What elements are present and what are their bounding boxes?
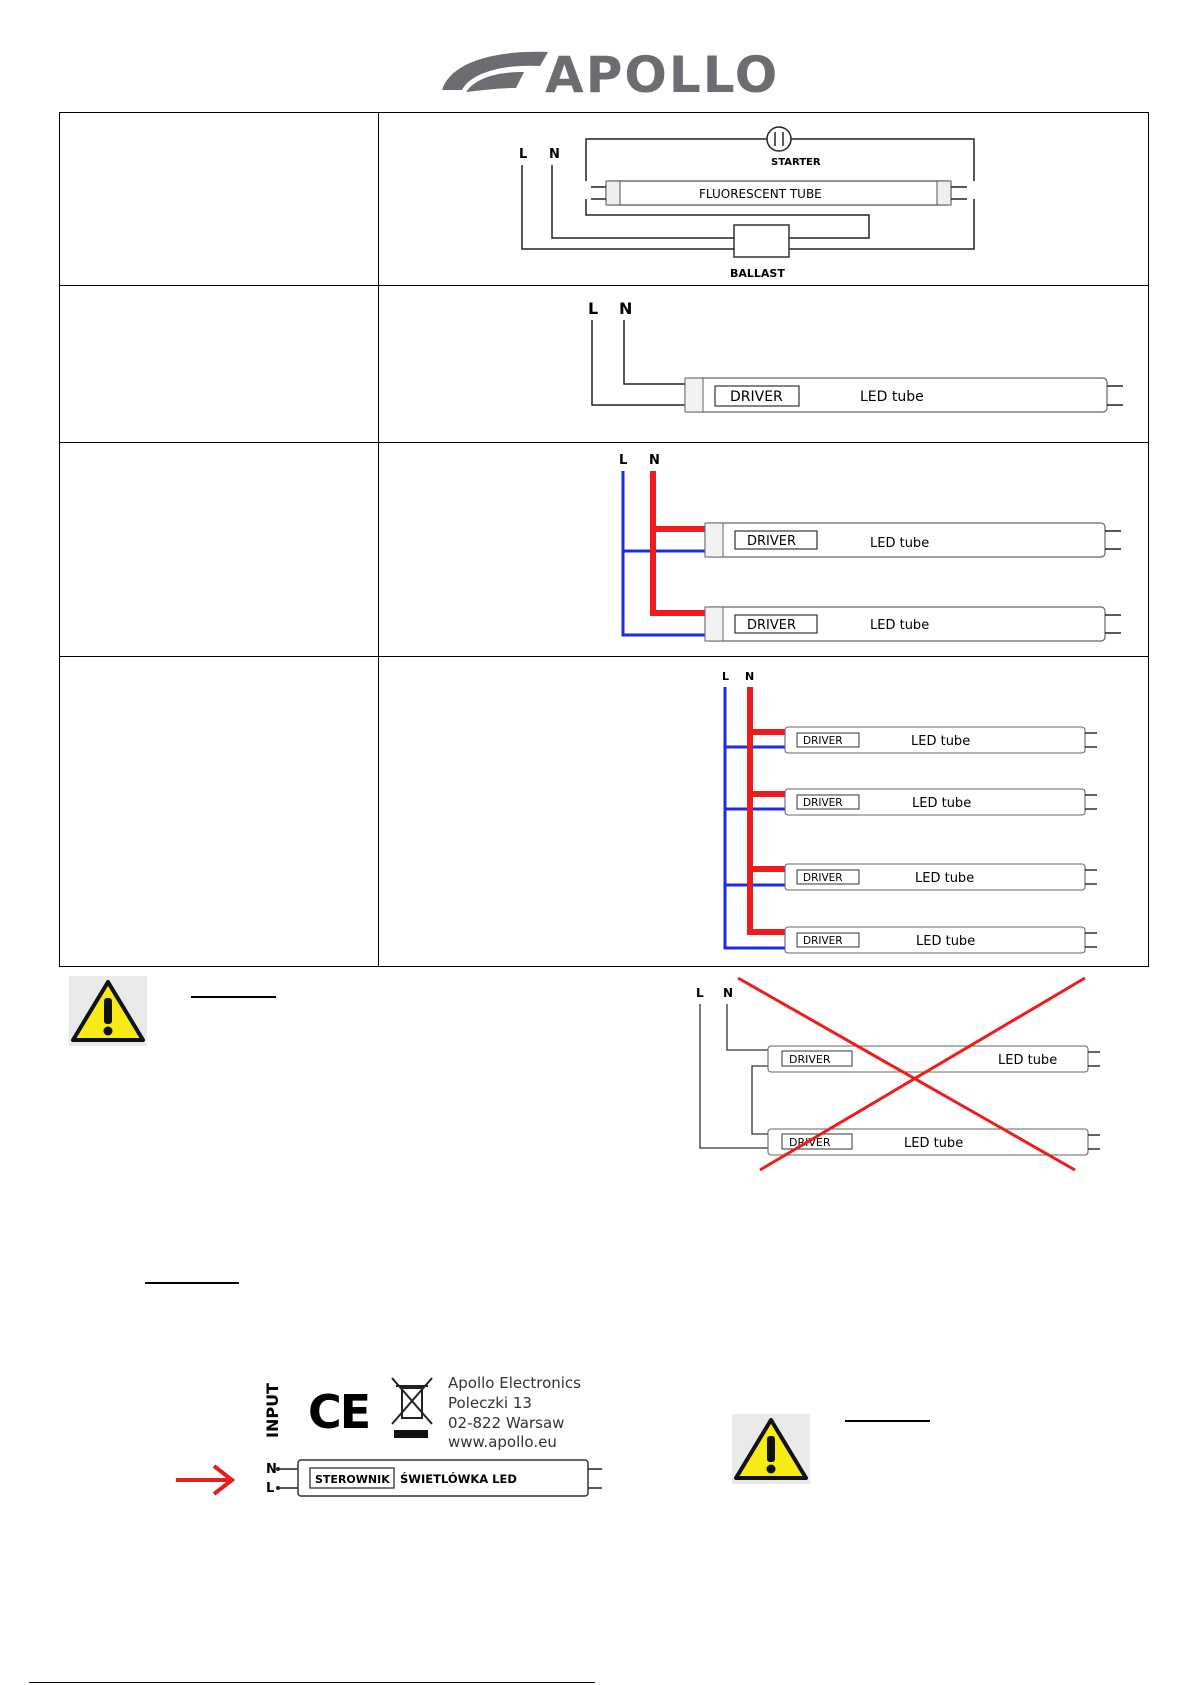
driver-label: DRIVER [730, 389, 783, 405]
driver-label: DRIVER [803, 872, 843, 884]
starter-icon [766, 126, 792, 152]
row-label-cell [59, 285, 379, 443]
led-tube [784, 788, 1086, 816]
driver-label: STEROWNIK [315, 1473, 390, 1486]
driver-box [781, 1050, 853, 1067]
incorrect-wiring-diagram: L N DRIVER LED tube DRIVER LED tube [696, 976, 1100, 1171]
neutral-label: N [549, 147, 560, 162]
double-led-diagram-cell: L N DRIVER LED tube DRIV [378, 442, 1149, 657]
arrow-right-icon [176, 1464, 236, 1496]
live-terminal-label: L [266, 1481, 274, 1496]
live-label: L [619, 453, 627, 468]
cross-out-icon [737, 976, 1076, 1171]
driver-label: DRIVER [803, 735, 843, 747]
led-tube [784, 863, 1086, 891]
company-name: Apollo Electronics [448, 1374, 581, 1392]
starter-label: STARTER [771, 157, 821, 168]
heading-underline [845, 1420, 930, 1422]
tube-label: LED tube [904, 1136, 963, 1151]
company-street: Poleczki 13 [448, 1394, 532, 1412]
fluorescent-diagram-cell: L N STARTER FLUORESCENT TUBE [378, 112, 1149, 286]
driver-label: DRIVER [803, 797, 843, 809]
tube-label: LED tube [911, 734, 970, 749]
driver-label: DRIVER [803, 935, 843, 947]
product-label-illustration: INPUT CE Apollo Electronics Poleczki 13 … [176, 1374, 602, 1497]
driver-box [734, 614, 818, 634]
live-label: L [588, 299, 598, 318]
brand-name: APOLLO [545, 46, 780, 104]
fluorescent-wiring-diagram: L N STARTER FLUORESCENT TUBE [519, 126, 975, 280]
double-led-wiring-diagram: L N DRIVER LED tube DRIV [619, 453, 1121, 642]
weee-bin-icon [391, 1377, 433, 1438]
neutral-label: N [745, 670, 754, 683]
neutral-label: N [619, 299, 632, 318]
ballast-label: BALLAST [730, 267, 785, 280]
driver-box [796, 732, 860, 748]
tube-label: LED tube [870, 536, 929, 551]
live-label: L [722, 670, 729, 683]
ce-mark: CE [308, 1385, 369, 1439]
driver-label: DRIVER [789, 1053, 831, 1066]
row-label-cell [59, 656, 379, 967]
live-label: L [519, 147, 527, 162]
neutral-terminal-label: N [266, 1462, 277, 1477]
tube-label: LED tube [870, 618, 929, 633]
driver-box [734, 530, 818, 550]
driver-box [796, 932, 860, 948]
ballast-icon [733, 224, 790, 258]
driver-box [714, 385, 800, 407]
row-label-cell [59, 112, 379, 286]
single-led-diagram-cell: L N DRIVER LED tube [378, 285, 1149, 443]
company-website: www.apollo.eu [448, 1433, 557, 1451]
driver-box [796, 794, 860, 810]
tube-label: LED tube [912, 796, 971, 811]
neutral-label: N [723, 986, 733, 1000]
tube-label: ŚWIETLÓWKA LED [400, 1471, 517, 1486]
driver-label: DRIVER [747, 534, 796, 549]
wiring-table: L N STARTER FLUORESCENT TUBE [59, 112, 1149, 967]
led-tube [784, 726, 1086, 754]
neutral-label: N [649, 453, 660, 468]
warning-icon [69, 976, 147, 1046]
heading-underline [145, 1282, 239, 1284]
apollo-swoosh-icon [442, 51, 548, 92]
tube-label: LED tube [998, 1053, 1057, 1068]
led-tube [784, 926, 1086, 954]
apollo-logo: APOLLO [440, 44, 777, 106]
live-label: L [696, 986, 704, 1000]
quad-led-wiring-diagram: L N DRIVER LED tube [722, 670, 1097, 954]
warning-icon [732, 1414, 810, 1484]
tube-label: LED tube [916, 934, 975, 949]
tube-label: LED tube [860, 389, 924, 405]
tube-label: FLUORESCENT TUBE [699, 187, 822, 201]
driver-label: DRIVER [747, 618, 796, 633]
row-label-cell [59, 442, 379, 657]
heading-underline [191, 996, 276, 998]
tube-label: LED tube [915, 871, 974, 886]
driver-box [796, 869, 860, 885]
quad-led-diagram-cell: L N DRIVER LED tube [378, 656, 1149, 967]
single-led-wiring-diagram: L N DRIVER LED tube [588, 299, 1123, 413]
footer-divider [29, 1682, 595, 1683]
driver-label: DRIVER [789, 1136, 831, 1149]
driver-box [309, 1467, 395, 1489]
company-city: 02-822 Warsaw [448, 1414, 564, 1432]
input-label: INPUT [263, 1383, 282, 1438]
